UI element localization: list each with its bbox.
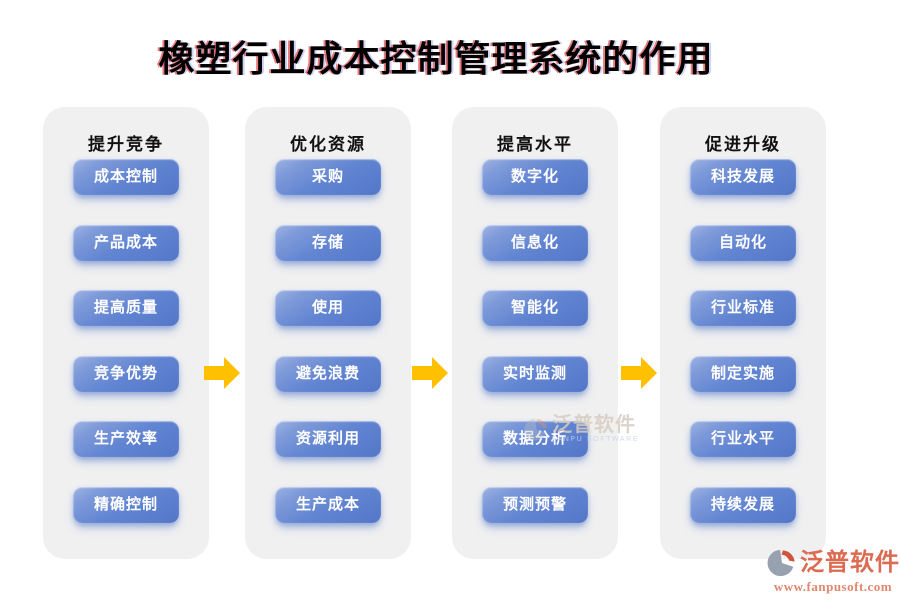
column-panel-optimize-resources: 优化资源 采购 存储 使用 避免浪费 资源利用 生产成本 <box>245 107 411 559</box>
item-button[interactable]: 持续发展 <box>690 487 796 523</box>
item-button[interactable]: 精确控制 <box>73 487 179 523</box>
fanpu-brand-block[interactable]: 泛普软件 www.fanpusoft.com <box>767 548 899 596</box>
brand-url-link[interactable]: www.fanpusoft.com <box>773 579 893 594</box>
item-button[interactable]: 使用 <box>275 290 381 326</box>
brand-name: 泛普软件 <box>800 549 900 576</box>
column-header: 提升竞争 <box>88 135 164 154</box>
column-header: 提高水平 <box>497 135 573 154</box>
item-button[interactable]: 实时监测 <box>482 356 588 392</box>
column-panel-raise-level: 提高水平 数字化 信息化 智能化 实时监测 数据分析 预测预警 <box>452 107 618 559</box>
item-button[interactable]: 智能化 <box>482 290 588 326</box>
item-button[interactable]: 信息化 <box>482 225 588 261</box>
item-button[interactable]: 提高质量 <box>73 290 179 326</box>
fanpu-logo-icon <box>767 549 795 577</box>
item-button[interactable]: 存储 <box>275 225 381 261</box>
column-header: 优化资源 <box>290 135 366 154</box>
item-button[interactable]: 采购 <box>275 159 381 195</box>
page-title: 橡塑行业成本控制管理系统的作用 <box>158 39 714 79</box>
item-button[interactable]: 自动化 <box>690 225 796 261</box>
flow-right-arrow-icon <box>204 357 240 389</box>
item-button[interactable]: 生产效率 <box>73 421 179 457</box>
item-button[interactable]: 资源利用 <box>275 421 381 457</box>
flow-right-arrow-icon <box>621 357 657 389</box>
column-header: 促进升级 <box>705 135 781 154</box>
item-button[interactable]: 生产成本 <box>275 487 381 523</box>
item-button[interactable]: 行业水平 <box>690 421 796 457</box>
item-button[interactable]: 竞争优势 <box>73 356 179 392</box>
flow-right-arrow-icon <box>412 357 448 389</box>
item-button[interactable]: 数据分析 <box>482 421 588 457</box>
item-button[interactable]: 预测预警 <box>482 487 588 523</box>
item-button[interactable]: 制定实施 <box>690 356 796 392</box>
item-button[interactable]: 成本控制 <box>73 159 179 195</box>
item-button[interactable]: 避免浪费 <box>275 356 381 392</box>
item-button[interactable]: 产品成本 <box>73 225 179 261</box>
column-panel-promote-upgrade: 促进升级 科技发展 自动化 行业标准 制定实施 行业水平 持续发展 <box>660 107 826 559</box>
column-panel-boost-competition: 提升竞争 成本控制 产品成本 提高质量 竞争优势 生产效率 精确控制 <box>43 107 209 559</box>
item-button[interactable]: 行业标准 <box>690 290 796 326</box>
item-button[interactable]: 数字化 <box>482 159 588 195</box>
item-button[interactable]: 科技发展 <box>690 159 796 195</box>
